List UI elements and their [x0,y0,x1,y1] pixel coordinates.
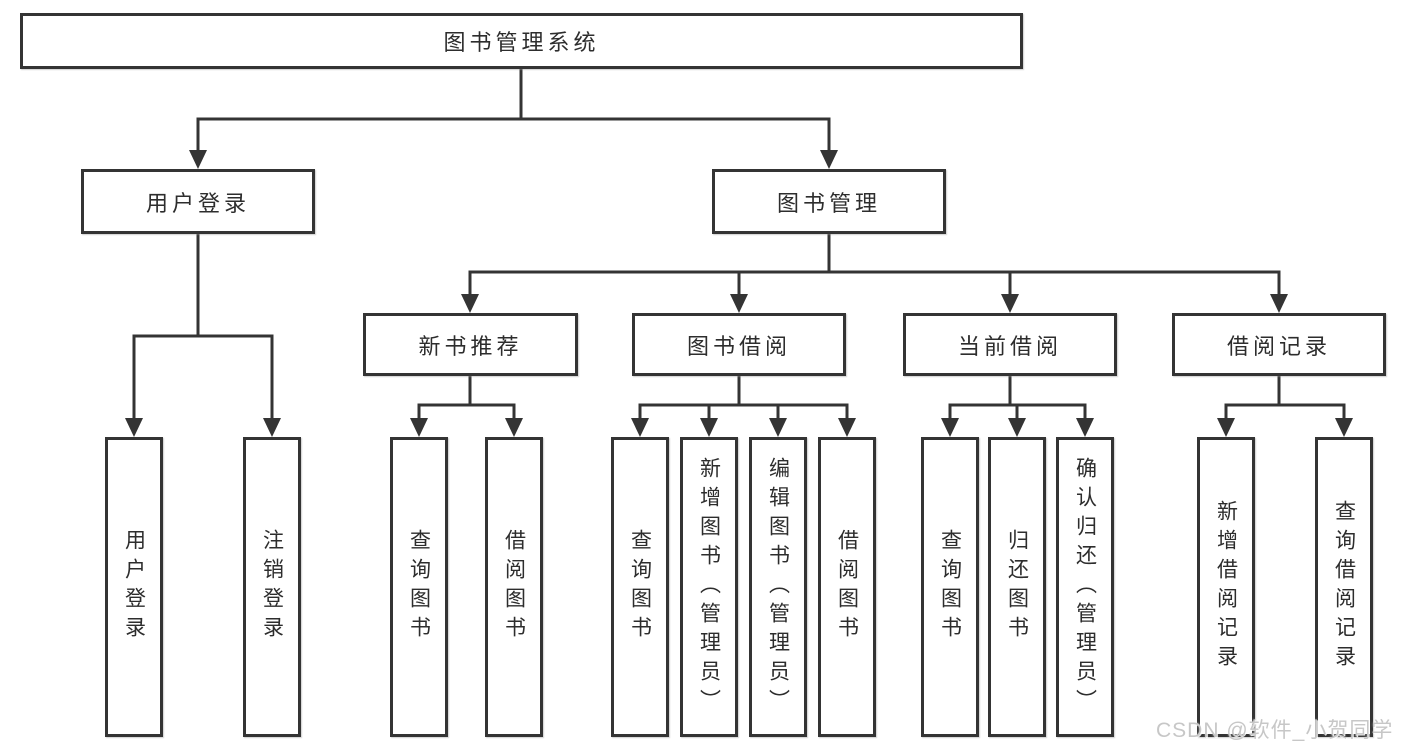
leaf-edit-book-admin: 编辑图书（管理员） [749,437,807,737]
leaf-add-book-admin-label: 新增图书（管理员） [697,456,721,718]
node-user-login-label: 用户登录 [145,190,250,216]
leaf-add-borrow-record-label: 新增借阅记录 [1214,500,1238,674]
node-current-borrowing: 当前借阅 [903,313,1117,376]
connector-user-login-to-leaves [125,232,281,437]
leaf-add-book-admin: 新增图书（管理员） [680,437,738,737]
connector-book-borrowing-to-leaves [631,374,856,437]
leaf-query-books-current: 查询图书 [921,437,979,737]
connector-new-book-recommend-to-leaves [410,374,523,437]
leaf-query-borrow-record-label: 查询借阅记录 [1332,500,1356,674]
root-node: 图书管理系统 [20,13,1023,69]
leaf-confirm-return-admin-label: 确认归还（管理员） [1073,456,1097,718]
node-book-borrowing: 图书借阅 [632,313,846,376]
node-book-management-label: 图书管理 [776,190,881,216]
root-node-label: 图书管理系统 [443,30,600,55]
node-current-borrowing-label: 当前借阅 [957,333,1062,359]
leaf-borrow-books-recommend-label: 借阅图书 [502,529,526,645]
connector-borrowing-records-to-leaves [1217,374,1353,437]
leaf-query-books-recommend-label: 查询图书 [407,529,431,645]
leaf-return-book: 归还图书 [988,437,1046,737]
leaf-logout-label: 注销登录 [260,529,284,645]
leaf-query-borrow-record: 查询借阅记录 [1315,437,1373,737]
node-new-book-recommend: 新书推荐 [363,313,578,376]
leaf-confirm-return-admin: 确认归还（管理员） [1056,437,1114,737]
watermark: CSDN @软件_小贺同学 [1156,719,1394,742]
node-new-book-recommend-label: 新书推荐 [418,333,523,359]
node-book-borrowing-label: 图书借阅 [686,333,791,359]
leaf-edit-book-admin-label: 编辑图书（管理员） [766,456,790,718]
connector-root-to-level2 [189,67,838,169]
leaf-return-book-label: 归还图书 [1005,529,1029,645]
connector-book-management-to-level3 [461,232,1288,313]
leaf-query-books-recommend: 查询图书 [390,437,448,737]
leaf-user-login-label: 用户登录 [122,529,146,645]
connector-current-borrowing-to-leaves [941,374,1094,437]
leaf-query-books-current-label: 查询图书 [938,529,962,645]
leaf-borrow-books-recommend: 借阅图书 [485,437,543,737]
leaf-user-login: 用户登录 [105,437,163,737]
leaf-borrow-books-borrowing: 借阅图书 [818,437,876,737]
leaf-query-books-borrowing-label: 查询图书 [628,529,652,645]
node-book-management: 图书管理 [712,169,946,234]
leaf-logout: 注销登录 [243,437,301,737]
leaf-add-borrow-record: 新增借阅记录 [1197,437,1255,737]
node-borrowing-records-label: 借阅记录 [1226,333,1331,359]
node-user-login: 用户登录 [81,169,315,234]
leaf-borrow-books-borrowing-label: 借阅图书 [835,529,859,645]
node-borrowing-records: 借阅记录 [1172,313,1386,376]
leaf-query-books-borrowing: 查询图书 [611,437,669,737]
